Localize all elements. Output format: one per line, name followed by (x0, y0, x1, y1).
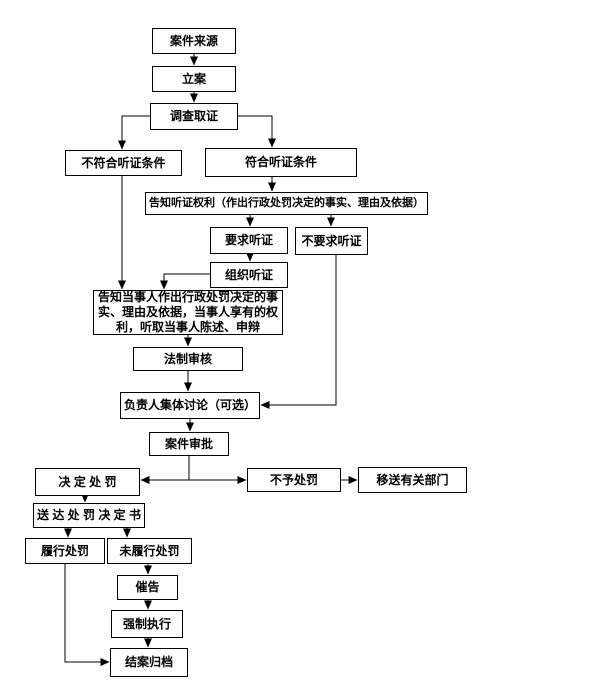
node-not-meet-hearing: 不符合听证条件 (65, 150, 182, 176)
node-file-case: 立案 (152, 66, 236, 92)
node-inform-party: 告知当事人作出行政处罚决定的事实、理由及依据，当事人享有的权利，听取当事人陈述、… (93, 290, 283, 335)
connector (64, 564, 110, 666)
node-organize-hearing: 组织听证 (210, 262, 288, 288)
node-serve-decision: 送 达 处 罚 决 定 书 (33, 503, 145, 528)
node-demand-notice: 催告 (117, 575, 178, 600)
node-decide-penalty: 决 定 处 罚 (35, 468, 140, 496)
node-no-request-hearing: 不要求听证 (295, 227, 368, 255)
node-meet-hearing: 符合听证条件 (205, 148, 357, 177)
node-inform-hearing-rights: 告知听证权利（作出行政处罚决定的事实、理由及依据） (145, 192, 428, 215)
node-transfer-department: 移送有关部门 (358, 467, 467, 493)
connector (160, 273, 210, 290)
node-not-perform-penalty: 未履行处罚 (107, 538, 192, 564)
node-collective-discussion: 负责人集体讨论（可选） (120, 392, 260, 419)
connector (238, 115, 276, 148)
node-perform-penalty: 履行处罚 (25, 538, 105, 564)
node-no-penalty: 不予处罚 (247, 468, 341, 492)
node-case-source: 案件来源 (152, 28, 236, 54)
node-request-hearing: 要求听证 (210, 227, 288, 254)
node-close-and-archive: 结案归档 (110, 648, 188, 677)
node-compulsory-enforcement: 强制执行 (111, 610, 183, 638)
connector (118, 115, 150, 150)
node-case-approval: 案件审批 (149, 432, 229, 456)
node-legal-review: 法制审核 (133, 347, 243, 371)
node-investigation: 调查取证 (150, 103, 238, 130)
